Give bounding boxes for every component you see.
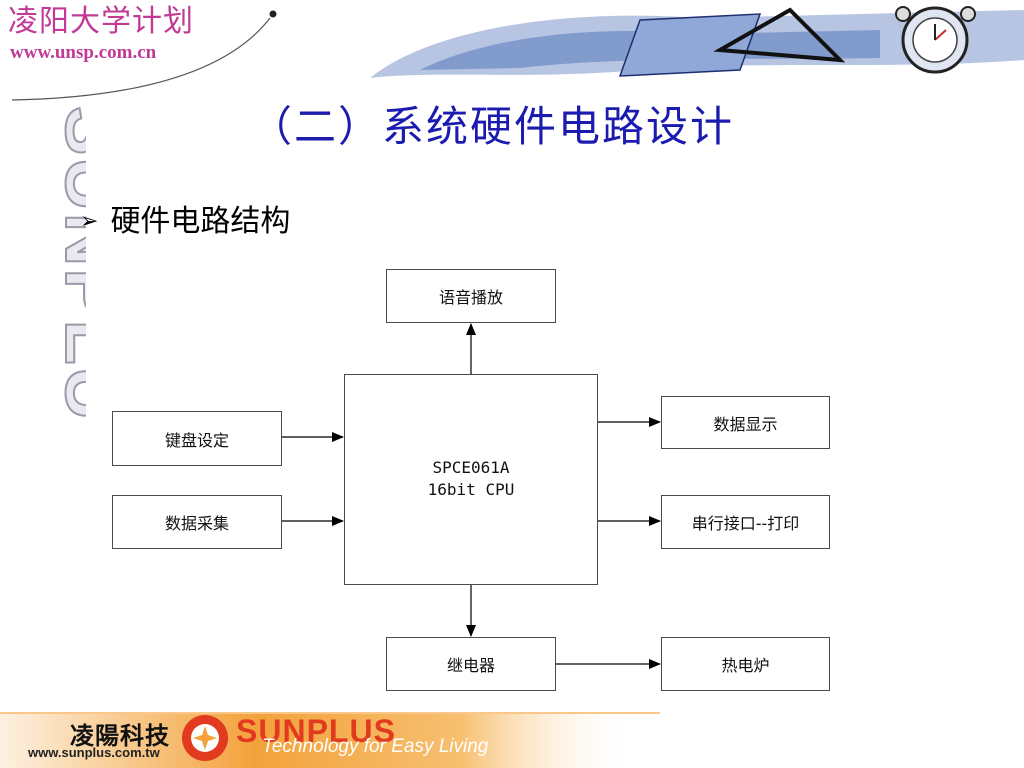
block-heater-label: 热电炉 [721, 656, 770, 675]
block-relay: 继电器 [386, 637, 556, 691]
bullet-arrow-icon: ➢ [80, 209, 99, 234]
header-swoosh-dot [269, 10, 277, 18]
block-data-collection: 数据采集 [112, 495, 282, 549]
block-voice-label: 语音播放 [438, 288, 503, 307]
footer-company-cn: 凌陽科技 [70, 722, 170, 750]
footer-band [0, 712, 1024, 768]
block-heater: 热电炉 [661, 637, 830, 691]
block-keyboard-label: 键盘设定 [164, 430, 229, 450]
header-decoration [11, 6, 1024, 101]
cpu-label-line2: 16bit CPU [427, 480, 515, 499]
footer-brand-name: SUNPLUS [236, 713, 396, 749]
block-cpu: SPCE061A 16bit CPU [344, 374, 598, 585]
block-voice-playback: 语音播放 [386, 269, 556, 323]
side-watermark: SUNPLUS [49, 105, 86, 420]
block-serial-print: 串行接口--打印 [661, 495, 830, 549]
slide-title: （二）系统硬件电路设计 [250, 102, 735, 151]
block-collect-label: 数据采集 [164, 514, 229, 533]
cpu-label-line1: SPCE061A [432, 458, 510, 477]
header-paper [618, 13, 762, 77]
header-swoosh-line [11, 17, 271, 101]
brand-url: www.unsp.com.cn [10, 42, 157, 63]
bullet-text: 硬件电路结构 [110, 204, 291, 239]
bullet-item: ➢ 硬件电路结构 [80, 200, 290, 244]
block-relay-label: 继电器 [446, 656, 495, 675]
footer-url: www.sunplus.com.tw [28, 745, 160, 760]
sunplus-logo-icon [182, 715, 228, 761]
footer-tagline: Technology for Easy Living [262, 736, 489, 757]
block-display-label: 数据显示 [713, 414, 778, 434]
header-triangle [713, 7, 846, 63]
cpu-label: SPCE061A 16bit CPU [345, 457, 597, 501]
side-watermark-text: SUNPLUS [50, 106, 86, 420]
block-serial-label: 串行接口--打印 [691, 514, 800, 533]
block-keyboard-setting: 键盘设定 [112, 411, 282, 466]
block-data-display: 数据显示 [661, 396, 830, 449]
brand-name: 凌阳大学计划 [8, 4, 194, 39]
